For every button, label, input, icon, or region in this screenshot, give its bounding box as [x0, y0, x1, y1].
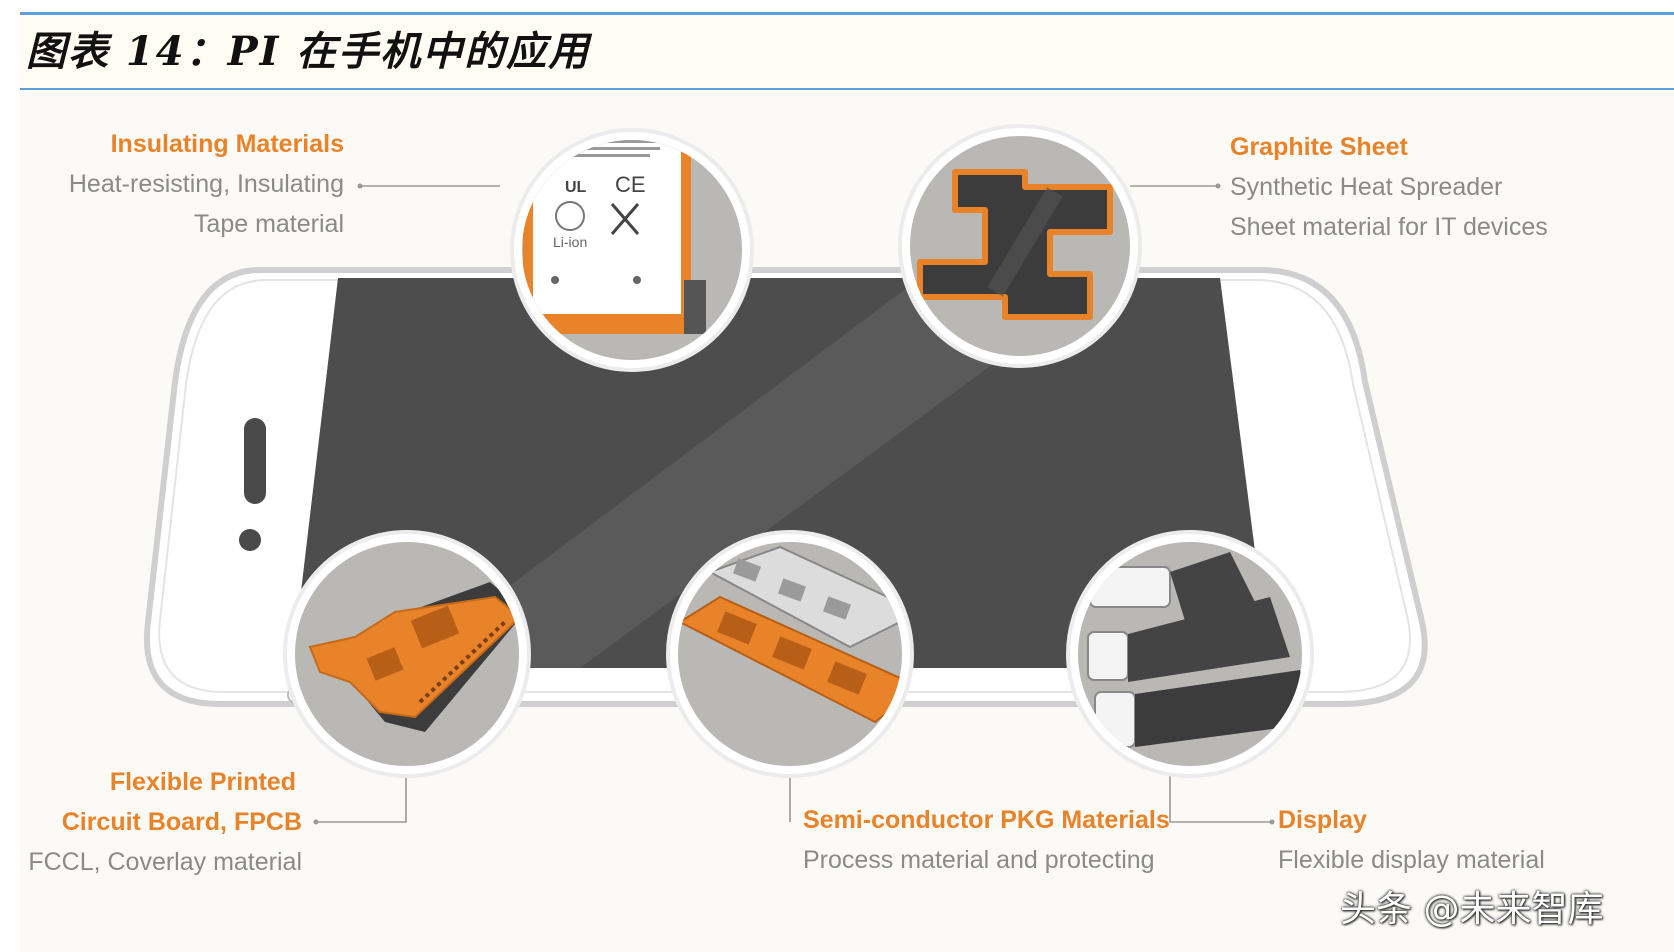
figure-title: 图表 14：PI 在手机中的应用	[26, 28, 591, 75]
insulating-title: Insulating Materials	[110, 130, 344, 158]
fpcb-title-2: Circuit Board, FPCB	[61, 808, 302, 836]
figure-area: UL CE Li-ion	[20, 92, 1674, 952]
fpcb-line1: FCCL, Coverlay material	[28, 848, 302, 876]
svg-text:UL: UL	[565, 179, 587, 196]
connector-dots	[313, 183, 1275, 825]
bin-crossed-icon	[610, 203, 640, 235]
insulating-line1: Heat-resisting, Insulating	[68, 170, 344, 198]
recycle-icon	[555, 201, 585, 231]
semi-title: Semi-conductor PKG Materials	[803, 806, 1170, 834]
semi-inset	[666, 530, 914, 778]
phone-diagram: UL CE Li-ion	[144, 124, 1428, 825]
screen-glare	[400, 278, 1110, 668]
graphite-line2: Sheet material for IT devices	[1230, 213, 1548, 241]
display-title: Display	[1278, 806, 1367, 834]
fpcb-title-1: Flexible Printed	[109, 768, 296, 796]
li-ion-text: Li-ion	[553, 234, 587, 250]
graphite-line1: Synthetic Heat Spreader	[1230, 173, 1503, 201]
insulating-line2: Tape material	[193, 210, 344, 238]
semi-line1: Process material and protecting	[803, 846, 1155, 874]
speaker-slot	[244, 418, 266, 504]
display-inset	[1066, 530, 1314, 778]
camera-dot	[239, 529, 261, 551]
figure-header: 图表 14：PI 在手机中的应用	[20, 12, 1674, 90]
battery-inset: UL CE Li-ion	[510, 128, 754, 372]
graphite-title: Graphite Sheet	[1230, 133, 1408, 161]
fpcb-inset	[283, 530, 531, 778]
display-line1: Flexible display material	[1278, 846, 1545, 874]
phone-screen	[292, 278, 1270, 668]
ce-mark: CE	[615, 172, 646, 197]
watermark: 头条 @未来智库	[1340, 889, 1604, 930]
graphite-inset	[898, 124, 1142, 368]
